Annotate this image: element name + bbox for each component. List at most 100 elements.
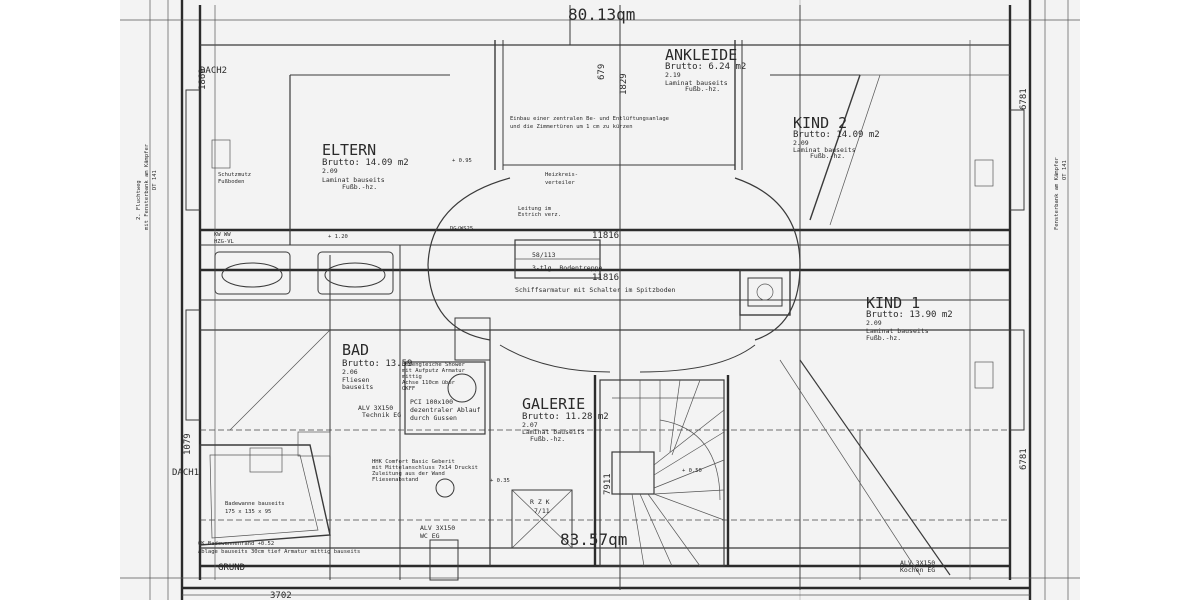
floor-note: Fußboden [218, 179, 245, 185]
shower-note-2: mit Aufputz Armatur [402, 368, 466, 374]
manifold-label-1: Heizkreis- [545, 172, 578, 178]
room-ankleide-name: ANKLEIDE [665, 46, 737, 64]
kochen-eg: Kochen EG [900, 566, 935, 574]
shower-note-4: Achse 110cm über [402, 380, 456, 386]
shelf-note: Ablage bauseits 30cm tief Armatur mittig… [198, 549, 360, 555]
room-bad-name: BAD [342, 341, 369, 359]
area-bottom-label: 83.57qm [560, 530, 627, 549]
right-margin-note-1: Fensterbank am Kämpfer [1054, 156, 1060, 230]
room-labels: ELTERN Brutto: 14.09 m2 2.09 Laminat bau… [322, 46, 953, 443]
room-kind1-floor: Laminat bauseits [866, 327, 929, 335]
room-kind2-name: KIND 2 [793, 114, 847, 132]
bathroom-fixtures [199, 251, 791, 581]
outer-frame [120, 0, 1080, 600]
room-galerie-floor: Laminat bauseits [522, 428, 585, 436]
drain-note-3: durch Gussen [410, 414, 457, 422]
toilet-note-1: HHK Comfort Basic Geberit [372, 459, 455, 465]
toilet-note-2: mit Mittelanschluss 7x14 Druckit [372, 465, 478, 471]
room-eltern-floor: Laminat bauseits [322, 176, 385, 184]
protection-note: Schutzmutz [218, 172, 251, 178]
room-ankleide-brutto: Brutto: 6.24 m2 [665, 62, 746, 72]
dimension-6781-bottom: 6781 [1019, 448, 1029, 470]
bathtub-label-1: Badewanne bauseits [225, 501, 285, 507]
level-120: + 1.20 [328, 234, 348, 240]
drain-note-2: dezentraler Ablauf [410, 406, 481, 414]
windows [185, 89, 1025, 431]
landing-arcs [427, 177, 801, 373]
shower-note-5: OKFF [402, 386, 415, 392]
attic-ladder-ref: 58/113 [532, 251, 556, 259]
ventilation-note-2: und die Zimmertüren um 1 cm zu kürzen [510, 124, 633, 130]
area-top-label: 80.13qm [568, 5, 635, 24]
level-095: + 0.95 [452, 158, 472, 164]
pipe-label-kw: KW WW [214, 232, 231, 238]
rzk-label-2: 7/11 [534, 507, 550, 515]
room-kind1-netto: 2.09 [866, 319, 882, 327]
room-kind1-name: KIND 1 [866, 294, 920, 312]
dimension-1829: 1829 [619, 73, 629, 95]
left-margin-note-3: DT 141 [152, 170, 158, 190]
dach1-label: DACH1 [172, 468, 199, 478]
right-margin-note-2: OT 141 [1062, 160, 1068, 180]
dimension-1869: 1869 [198, 68, 208, 90]
walls [198, 5, 1012, 590]
room-eltern-brutto: Brutto: 14.09 m2 [322, 158, 409, 168]
dimension-11816-a: 11816 [592, 231, 619, 241]
wc-eg: WC EG [420, 532, 440, 540]
pipe-note-2: Estrich verz. [518, 212, 561, 218]
ventilation-note-1: Einbau einer zentralen Be- und Entlüftun… [510, 116, 669, 122]
attic-ladder [514, 239, 601, 279]
room-bad-netto: 2.06 [342, 368, 358, 376]
left-margin-note-2: mit Fensterbank am Kämpfer [144, 143, 150, 230]
dimension-1079: 1079 [183, 433, 193, 455]
room-eltern-name: ELTERN [322, 141, 376, 159]
toilet-note-3: Zuleitung aus der Wand [372, 471, 445, 477]
grund-label: GRUND [218, 563, 245, 573]
dach2-label: DACH2 [200, 66, 227, 76]
dimension-679: 679 [597, 64, 607, 80]
toilet-note-4: Fliesenabstand [372, 477, 418, 483]
level-050: + 0.50 [682, 468, 702, 474]
alv-wc: ALV 3X150 [420, 524, 455, 532]
technik-eg: Technik EG [362, 411, 401, 419]
annotations: DACH2 DACH1 GRUND 80.13qm 83.57qm 11816 … [136, 5, 1068, 601]
dimension-bottom: 3702 [270, 591, 292, 600]
room-bad-brutto: Brutto: 13.59 [342, 359, 412, 369]
rzk-label: R Z K [530, 498, 550, 506]
pipe-note-1: Leitung im [518, 206, 552, 212]
room-kind2-netto: 2.09 [793, 139, 809, 147]
staircase [599, 379, 725, 567]
drain-note-1: PCI 100x100 [410, 398, 453, 406]
shower-note-1: Bodengleiche Shower [402, 362, 466, 368]
bathtub-rim: OK Badewannenrand +0.52 [198, 541, 274, 547]
bathtub-label-2: 175 x 135 x 95 [225, 509, 271, 515]
room-kind1-brutto: Brutto: 13.90 m2 [866, 310, 953, 320]
pipe-label-hzg: HZG-VL [214, 239, 235, 245]
room-kind2-brutto: Brutto: 14.09 m2 [793, 130, 880, 140]
room-ankleide-floor: Laminat bauseits [665, 79, 728, 87]
dimension-7911: 7911 [603, 473, 613, 495]
room-bad-floor2: bauseits [342, 383, 373, 391]
socket-dg: DG/WS25 [450, 226, 473, 232]
room-kind2-heating: Fußb.-hz. [810, 152, 845, 160]
room-galerie-name: GALERIE [522, 395, 585, 413]
room-ankleide-netto: 2.19 [665, 71, 681, 79]
room-galerie-netto: 2.07 [522, 421, 538, 429]
shower-note-3: mittig [402, 374, 422, 380]
room-galerie-heating: Fußb.-hz. [530, 435, 565, 443]
left-margin-note-1: 2. Fluchtweg [136, 180, 142, 220]
room-eltern-netto: 2.09 [322, 167, 338, 175]
room-kind2-floor: Laminat bauseits [793, 146, 856, 154]
dimension-11816-b: 11816 [592, 273, 619, 283]
room-eltern-heating: Fußb.-hz. [342, 183, 377, 191]
manifold-label-2: verteiler [545, 180, 575, 186]
room-galerie-brutto: Brutto: 11.28 m2 [522, 412, 609, 422]
ship-fitting-label: Schiffsarmatur mit Schalter im Spitzbode… [515, 286, 676, 294]
room-kind1-heating: Fußb.-hz. [866, 334, 901, 342]
alv-technik: ALV 3X150 [358, 404, 393, 412]
level-035: + 0.35 [490, 478, 510, 484]
attic-ladder-label: 3-tlg. Bodentreppe [532, 264, 603, 272]
alv-kochen: ALV 3X150 [900, 559, 935, 567]
